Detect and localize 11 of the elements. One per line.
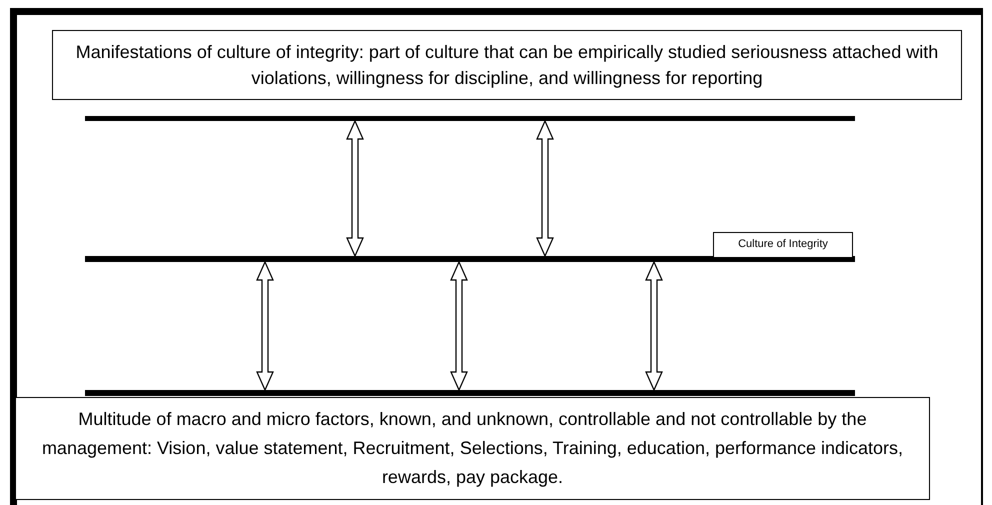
level-bar (85, 256, 855, 262)
double-arrow (346, 120, 364, 258)
text-box: Multitude of macro and micro factors, known, and unknown, controllable and not controllable by the management: Vision, value statement, Recruitment, Selections, Training, education, performance indicators, rewards, pay package. (15, 397, 930, 500)
text-box: Manifestations of culture of integrity: part of culture that can be empirically studied seriousness attached with violations, willingness for discipline, and willingness for reporting (52, 30, 962, 100)
double-arrow (645, 260, 663, 392)
level-bar (85, 390, 855, 396)
double-arrow (256, 260, 274, 392)
double-arrow (450, 260, 468, 392)
label-box: Culture of Integrity (713, 232, 853, 258)
level-bar (85, 116, 855, 121)
double-arrow (536, 120, 554, 258)
